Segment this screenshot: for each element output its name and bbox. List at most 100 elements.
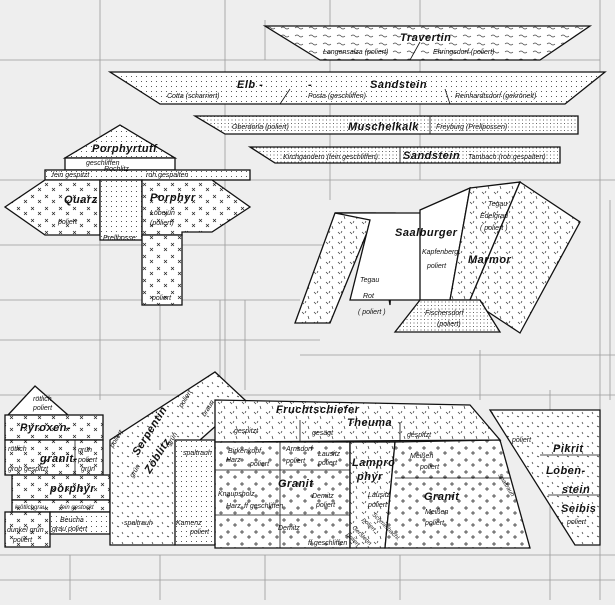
lampro-title: Lampro: [352, 457, 395, 469]
granit-label-ff-geschliffen-2: ff geschliffen: [308, 540, 347, 547]
granit-label-kamenz: Kamenz: [176, 520, 202, 527]
serpentin-label-spaltrauh: spaltrauh: [183, 450, 212, 457]
porphyrtuff-label-roh-gespalten: roh gespalten: [146, 172, 189, 179]
granit-label-poliert-3: poliert: [317, 460, 338, 467]
travertin-slab: Travertin Langensalza (poliert) Ehringsd…: [262, 25, 593, 61]
pyroxen-label-poliert-2: poliert: [77, 457, 98, 464]
porphyr-label-loebejuen: Löbejün: [150, 210, 175, 217]
granit-label-ff-geschliffen: ff geschliffen: [244, 503, 283, 510]
muschelkalk-label-oberdorla: Oberdorla (poliert): [232, 124, 289, 131]
pikrit-label-poliert: poliert: [511, 437, 532, 444]
fruchtschiefer-label-gespitzt-2: gespitzt: [407, 432, 432, 439]
saalburger-label-poliert-2: poliert: [426, 263, 447, 270]
beucha-label: Beucha: [60, 517, 84, 524]
pyroxen-label-roetlich-2: rötlich: [8, 446, 27, 453]
sandstein-label-kirchgandern: Kirchgandern (fein geschliffen): [283, 154, 378, 161]
granit-label-poliert-2: poliert: [285, 458, 306, 465]
pyroxen-label-roetlich: rötlich: [33, 396, 52, 403]
porphyr-title: Porphyr: [150, 192, 196, 204]
porphyrtuff-group: Porphyrtuff geschliffen fein gespitzt Ro…: [3, 124, 252, 306]
porphyrtuff-label-fein-gespitzt: fein gespitzt: [52, 172, 90, 179]
porphyr-label-poliert: (poliert): [150, 220, 174, 227]
elb-sandstein-slab: Elb - - Sandstein Cotta (scharriert) Pos…: [107, 71, 607, 105]
quarz-title: Quarz: [64, 194, 98, 206]
saalburger-label-edelgrau: Edelgrau: [480, 213, 508, 220]
theuma-title: Theuma: [347, 417, 392, 429]
pikrit-label-poliert-2: poliert: [566, 519, 587, 526]
granit-label-harz: Harz: [226, 457, 241, 464]
sandstein-title: Sandstein: [370, 79, 427, 91]
pyroxen-label-gruen: grün: [78, 447, 92, 454]
elb-title: Elb -: [237, 79, 263, 91]
sandstein-label-tambach: Tambach (roh gespalten): [468, 154, 546, 161]
fruchtschiefer-label-gesaegt: gesägt: [312, 430, 334, 437]
elb-label-posta: Posta (geschliffen): [308, 93, 366, 100]
saalburger-label-poliert-3: ( poliert ): [358, 309, 386, 316]
saalburger-label-tegau-2: Tegau: [360, 277, 379, 284]
sandstein-slab: Kirchgandern (fein geschliffen) Sandstei…: [247, 146, 561, 164]
granit-label-poliert-1: poliert: [249, 461, 270, 468]
granit-title-left: granit-: [39, 453, 78, 465]
pyroxen-label-grob-gespitzt: grob gespitzt: [8, 466, 49, 473]
pyroxen-label-gruen-2: grün: [81, 466, 95, 473]
granit-label-lausitz-2: Lausitz: [368, 492, 391, 499]
beucha-label-grau-poliert: grau poliert: [52, 526, 88, 533]
serpentin-label-spaltrauh-2: spaltrauh: [124, 520, 153, 527]
granit-label-meissen-2: Meißen: [425, 509, 448, 516]
granit-label-poliert-9: poliert: [424, 520, 445, 527]
pyroxen-granit-porphyr-group: rötlich poliert Pyroxen- rötlich granit-…: [4, 385, 111, 548]
pyroxen-title: Pyroxen-: [20, 422, 71, 434]
saalburger-label-kapfenberg: Kapfenberg: [422, 249, 458, 256]
saalburger-label-fischersdorf: Fischersdorf: [425, 310, 465, 317]
pyroxen-label-fein-gestockt: fein gestockt: [60, 505, 94, 511]
granit-label-arnsdorf: Arnsdorf: [285, 446, 314, 453]
saalburger-label-rot: Rot: [363, 293, 375, 300]
seibis-title: Seibis: [561, 503, 596, 515]
loben-title: Loben-: [546, 465, 586, 477]
elb-dash: -: [308, 79, 312, 91]
sandstein2-title: Sandstein: [403, 150, 460, 162]
granit-title-center: Granit: [278, 478, 314, 490]
granit-label-poliert-6: poliert: [367, 502, 388, 509]
saalburger-marmor-group: Saalburger Tegau Edelgrau ( poliert ) Ka…: [294, 181, 581, 334]
serpentin-granit-group: poliert grün Serpentin Zöblitz grün poli…: [108, 371, 531, 549]
pikrit-lobenstein-group: poliert Pikrit Loben- stein Seibis polie…: [488, 409, 601, 546]
marmor-title: Marmor: [468, 254, 512, 266]
granit-label-harz-2: Harz: [226, 503, 241, 510]
saalburger-label-poliert-1: ( poliert ): [480, 225, 508, 232]
granit-label-poliert-10: poliert: [189, 529, 210, 536]
granit-label-knaupsholz: Knaupsholz: [218, 491, 255, 498]
pyroxen-label-dunkelgruen: dunkel grün: [7, 527, 44, 534]
pikrit-title: Pikrit: [553, 443, 584, 455]
granit-label-demitz: Demitz: [312, 493, 334, 500]
porphyr-label-poliert-2: poliert: [151, 295, 172, 302]
saalburger-label-poliert-4: (poliert): [437, 321, 461, 328]
fruchtschiefer-title: Fruchtschiefer: [276, 404, 360, 416]
travertin-title: Travertin: [400, 32, 451, 44]
saalburger-label-tegau: Tegau: [488, 201, 507, 208]
fruchtschiefer-label-gespitzt: gespitzt: [234, 428, 259, 435]
porphyrtuff-label-prellbosse: Prellbosse: [103, 235, 136, 242]
saalburger-title: Saalburger: [395, 227, 458, 239]
granit-label-poliert-4: poliert: [419, 464, 440, 471]
travertin-label-2: Ehringsdorf (poliert): [433, 49, 494, 56]
elb-label-cotta: Cotta (scharriert): [167, 93, 220, 100]
muschelkalk-label-freyburg: Freyburg (Prellpossen): [436, 124, 507, 131]
granit-label-lausitz: Lausitz: [318, 451, 341, 458]
porphyrtuff-label-geschliffen: geschliffen: [86, 160, 120, 167]
muschelkalk-title: Muschelkalk: [348, 121, 419, 133]
porphyrtuff-title: Porphyrtuff: [92, 143, 158, 155]
porphyr-title-left: porphyr: [49, 483, 95, 495]
pyroxen-label-poliert-3: poliert: [12, 537, 33, 544]
granit-label-poliert-5: poliert: [315, 502, 336, 509]
phyr-title: phyr: [356, 471, 383, 483]
muschelkalk-slab: Oberdorla (poliert) Muschelkalk Freyburg…: [192, 115, 579, 135]
stein-title: stein: [562, 484, 590, 496]
elb-label-reinhardtsdorf: Reinhardtsdorf (gekrönelt): [455, 93, 536, 100]
granit-label-birkenkopf: Birkenkopf: [228, 448, 262, 455]
quarz-label-poliert: poliert: [57, 219, 78, 226]
pyroxen-label-poliert: poliert: [32, 405, 53, 412]
travertin-label-1: Langensalza (poliert): [323, 49, 388, 56]
